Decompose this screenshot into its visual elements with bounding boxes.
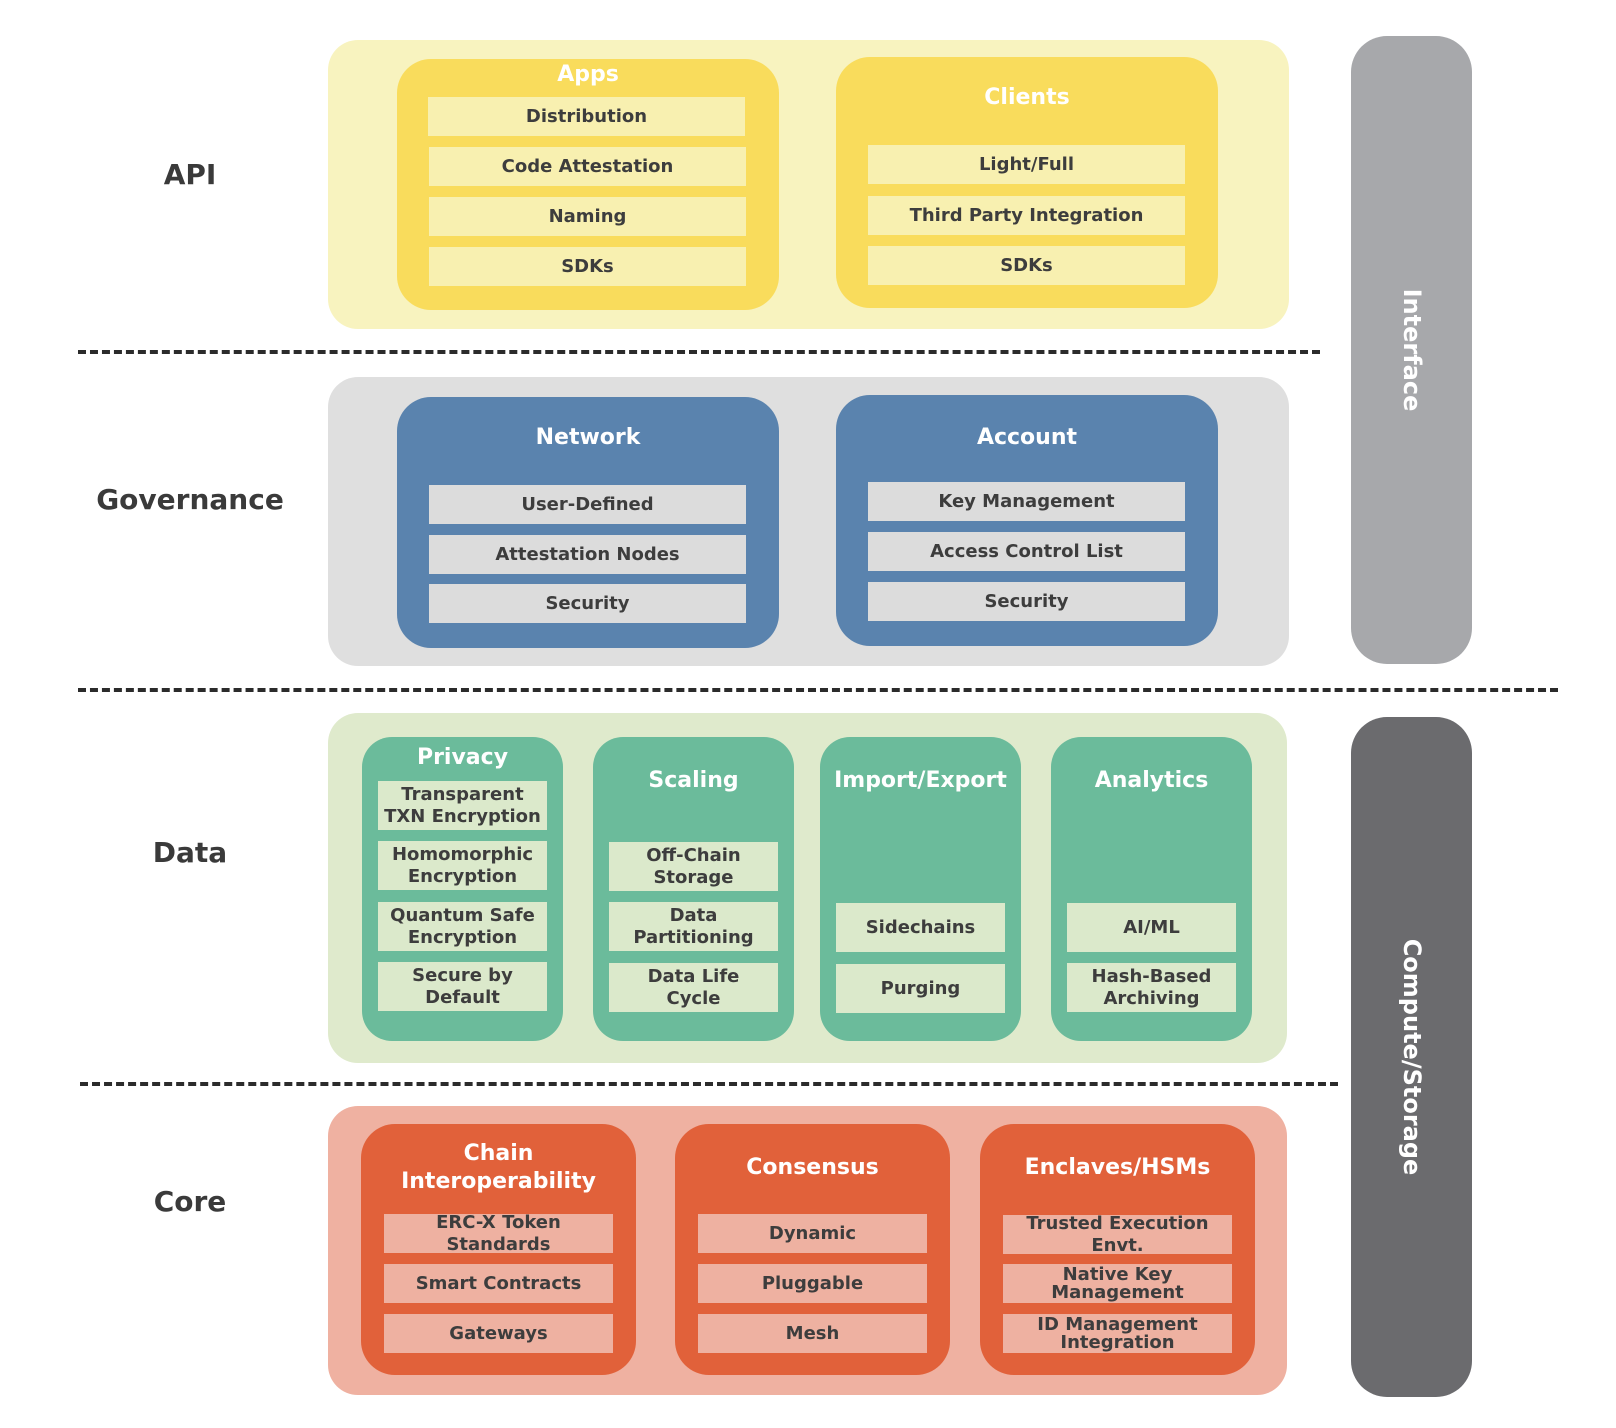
account-item-key-management: Key Management [868, 482, 1185, 521]
layer-label-governance: Governance [96, 483, 284, 516]
clients-group: Clients Light/Full Third Party Integrati… [836, 57, 1218, 308]
layer-label-data: Data [152, 836, 228, 869]
scaling-item-off-chain-storage: Off-Chain Storage [609, 842, 778, 891]
chain-item-smart-contracts: Smart Contracts [384, 1264, 613, 1303]
network-item-security: Security [429, 584, 746, 623]
compute-storage-label: Compute/Storage [1397, 938, 1426, 1176]
layer-label-core: Core [153, 1185, 227, 1218]
consensus-item-pluggable: Pluggable [698, 1264, 927, 1303]
enclaves-item-trusted-execution: Trusted Execution Envt. [1003, 1213, 1232, 1256]
privacy-title: Privacy [416, 745, 509, 770]
network-item-attestation-nodes: Attestation Nodes [429, 535, 746, 574]
consensus-item-dynamic: Dynamic [698, 1214, 927, 1253]
consensus-item-mesh: Mesh [698, 1314, 927, 1353]
enclaves-item-native-key-management: Native Key Management [1003, 1264, 1232, 1303]
privacy-group: Privacy Transparent TXN Encryption Homom… [362, 737, 563, 1041]
privacy-item-homomorphic: Homomorphic Encryption [378, 841, 547, 890]
layer-label-api: API [163, 158, 217, 191]
account-group: Account Key Management Access Control Li… [836, 395, 1218, 646]
privacy-item-quantum-safe: Quantum Safe Encryption [378, 902, 547, 951]
apps-item-sdks: SDKs [429, 247, 746, 286]
separator-data-core [80, 1082, 1338, 1086]
interface-label: Interface [1397, 288, 1426, 412]
network-group: Network User-Defined Attestation Nodes S… [397, 397, 779, 648]
apps-item-code-attestation: Code Attestation [429, 147, 746, 186]
account-item-access-control-list: Access Control List [868, 532, 1185, 571]
import-export-title: Import/Export [834, 768, 1007, 793]
network-title: Network [535, 425, 641, 450]
clients-title: Clients [984, 85, 1070, 110]
apps-item-distribution: Distribution [428, 97, 745, 136]
consensus-title: Consensus [746, 1155, 879, 1180]
privacy-item-transparent-txn: Transparent TXN Encryption [378, 781, 547, 830]
interface-bar: Interface [1351, 36, 1472, 664]
enclaves-hsms-title: Enclaves/HSMs [1024, 1155, 1211, 1180]
chain-item-gateways: Gateways [384, 1314, 613, 1353]
scaling-item-data-partitioning: Data Partitioning [609, 902, 778, 951]
clients-item-third-party: Third Party Integration [868, 196, 1185, 235]
separator-governance-data [78, 688, 1558, 692]
analytics-item-ai-ml: AI/ML [1067, 903, 1236, 952]
apps-group: Apps Distribution Code Attestation Namin… [397, 59, 779, 310]
analytics-item-hash-based-archiving: Hash-Based Archiving [1067, 963, 1236, 1012]
analytics-group: Analytics AI/ML Hash-Based Archiving [1051, 737, 1252, 1041]
scaling-title: Scaling [648, 768, 739, 793]
apps-title: Apps [557, 62, 619, 87]
enclaves-item-id-management: ID Management Integration [1003, 1314, 1232, 1353]
import-export-item-purging: Purging [836, 964, 1005, 1013]
enclaves-hsms-group: Enclaves/HSMs Trusted Execution Envt. Na… [980, 1124, 1255, 1375]
network-item-user-defined: User-Defined [429, 485, 746, 524]
chain-item-erc-x: ERC-X Token Standards [384, 1212, 613, 1255]
scaling-group: Scaling Off-Chain Storage Data Partition… [593, 737, 794, 1041]
consensus-group: Consensus Dynamic Pluggable Mesh [675, 1124, 950, 1375]
privacy-item-secure-by-default: Secure by Default [378, 962, 547, 1011]
account-title: Account [976, 425, 1078, 450]
import-export-item-sidechains: Sidechains [836, 903, 1005, 952]
clients-item-sdks: SDKs [868, 246, 1185, 285]
compute-storage-bar: Compute/Storage [1351, 717, 1472, 1397]
analytics-title: Analytics [1094, 768, 1209, 793]
scaling-item-data-life-cycle: Data Life Cycle [609, 963, 778, 1012]
separator-api-governance [78, 350, 1320, 354]
account-item-security: Security [868, 582, 1185, 621]
clients-item-light-full: Light/Full [868, 145, 1185, 184]
import-export-group: Import/Export Sidechains Purging [820, 737, 1021, 1041]
chain-interoperability-group: Chain Interoperability ERC-X Token Stand… [361, 1124, 636, 1375]
chain-interoperability-title: Chain Interoperability [401, 1141, 596, 1194]
apps-item-naming: Naming [429, 197, 746, 236]
